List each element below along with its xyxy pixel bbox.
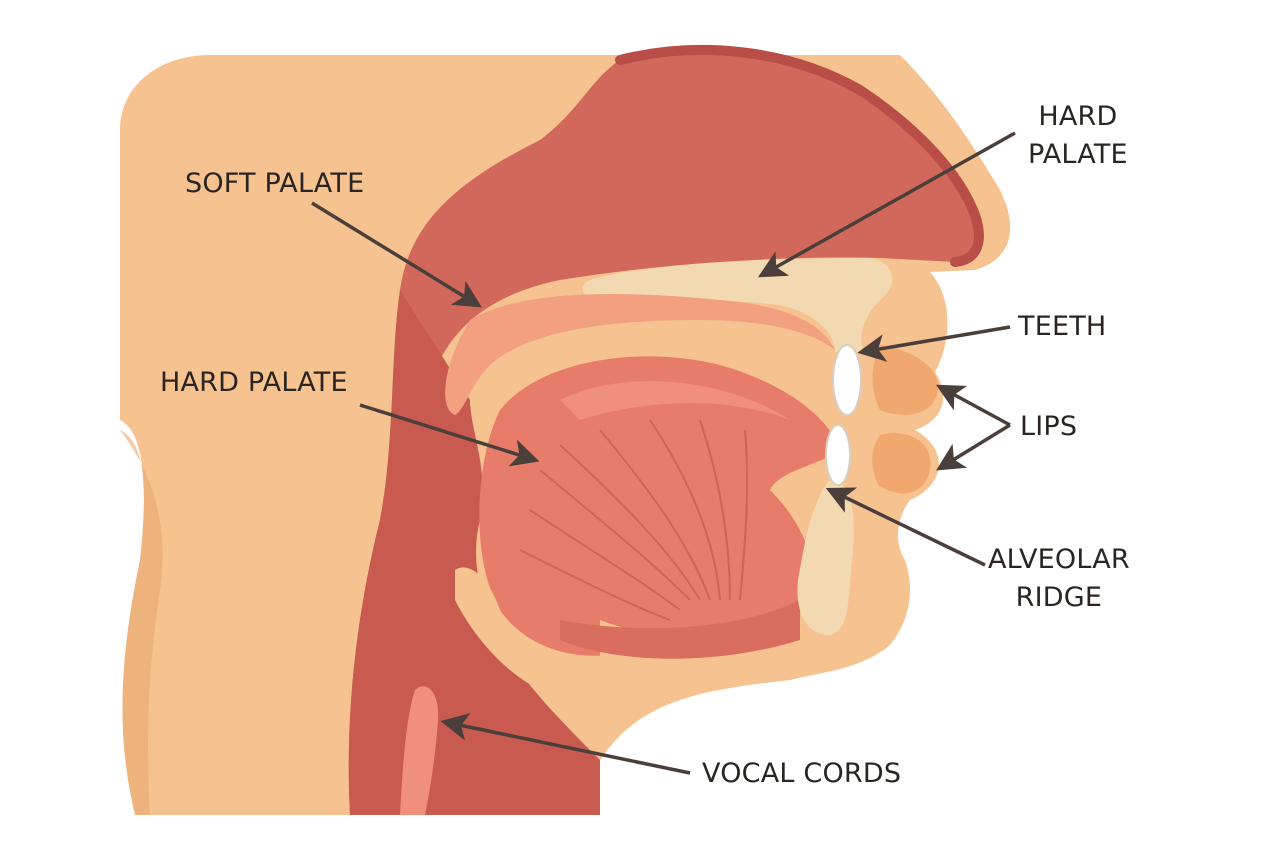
arrow-lips-upper bbox=[940, 387, 1010, 425]
label-lips: LIPS bbox=[1020, 408, 1077, 446]
label-alveolar-ridge: ALVEOLAR RIDGE bbox=[988, 541, 1130, 617]
label-alveolar-ridge-line2: RIDGE bbox=[988, 579, 1130, 617]
arrow-lips-lower bbox=[940, 425, 1010, 468]
label-vocal-cords: VOCAL CORDS bbox=[702, 755, 901, 793]
label-soft-palate: SOFT PALATE bbox=[185, 165, 364, 203]
label-alveolar-ridge-line1: ALVEOLAR bbox=[988, 541, 1130, 579]
lower-tooth bbox=[826, 425, 850, 485]
label-hard-palate-left: HARD PALATE bbox=[160, 364, 348, 402]
upper-tooth bbox=[833, 345, 861, 415]
label-teeth: TEETH bbox=[1018, 308, 1106, 346]
label-hard-palate-top-line2: PALATE bbox=[1028, 136, 1128, 174]
label-hard-palate-top: HARD PALATE bbox=[1028, 98, 1128, 174]
label-hard-palate-top-line1: HARD bbox=[1028, 98, 1128, 136]
